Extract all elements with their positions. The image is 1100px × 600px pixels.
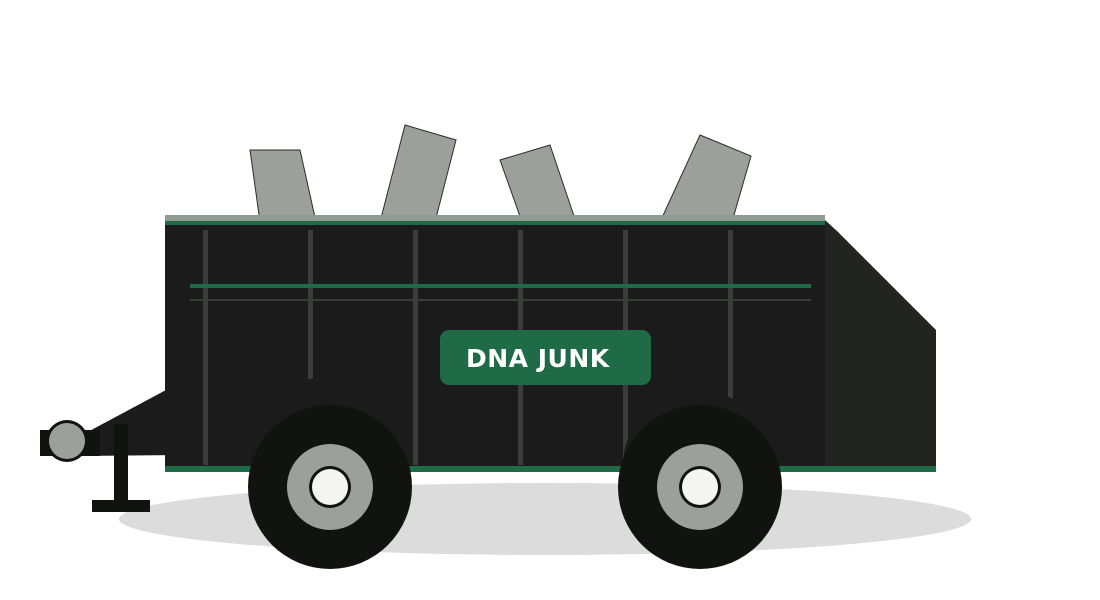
bottom-rail	[165, 466, 936, 472]
tow-hitch-icon	[46, 420, 88, 462]
junk-piece	[659, 134, 752, 223]
hitch-tongue	[80, 390, 186, 456]
junk-pile	[249, 124, 752, 223]
body-stripe-green	[190, 284, 811, 288]
ground-shadow	[119, 483, 971, 555]
junk-piece	[249, 149, 317, 223]
brand-badge: DNA JUNK	[440, 330, 651, 385]
body-rib	[413, 230, 418, 465]
body-rib	[728, 230, 733, 465]
body-stripe-grey	[190, 299, 811, 301]
wheel-icon	[248, 405, 412, 569]
top-rail	[165, 215, 825, 221]
rear-tailgate	[825, 220, 936, 470]
top-rail-accent	[165, 221, 825, 225]
body-rib	[203, 230, 208, 465]
jack-stand	[92, 424, 150, 512]
wheel-icon	[618, 405, 782, 569]
brand-label: DNA JUNK	[466, 344, 611, 373]
body-rib	[308, 230, 313, 465]
junk-piece	[379, 124, 457, 223]
junk-piece	[499, 144, 577, 223]
